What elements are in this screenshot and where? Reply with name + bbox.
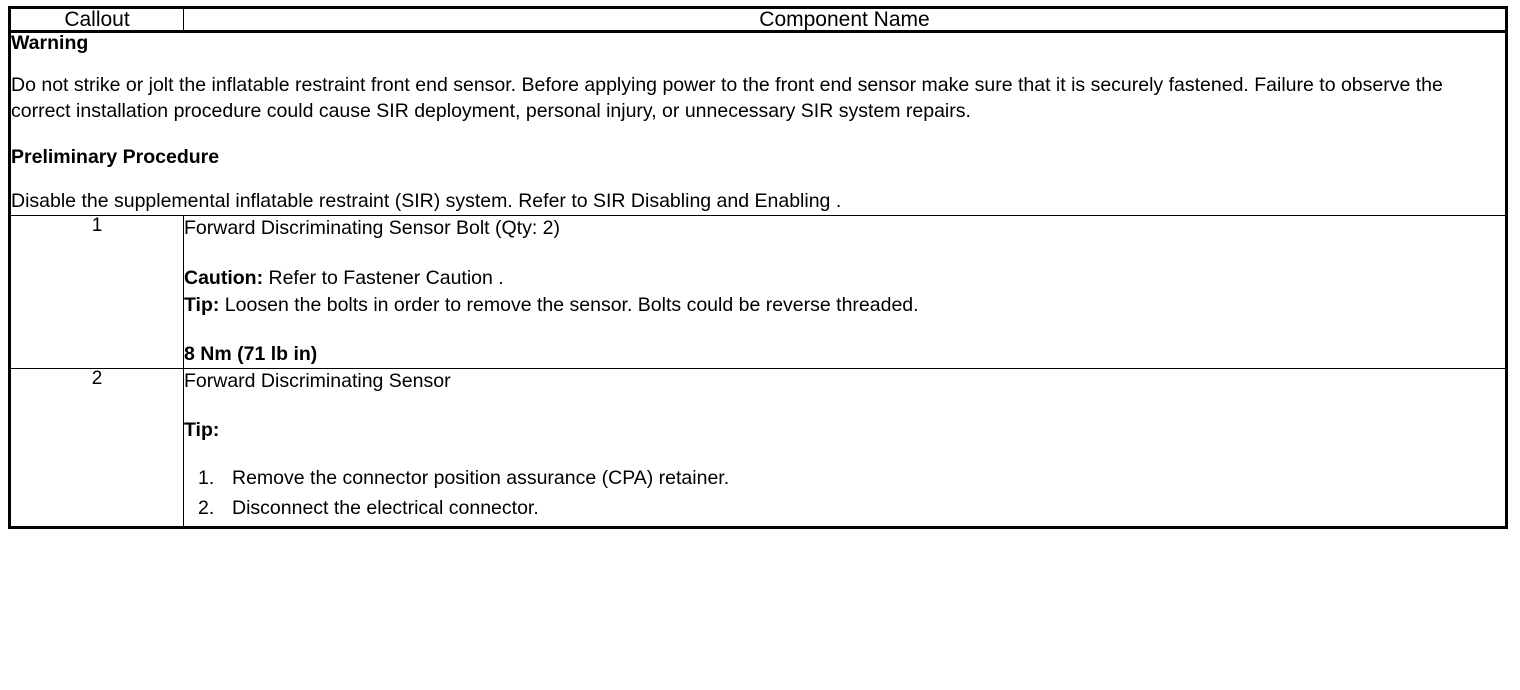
preliminary-procedure-title: Preliminary Procedure bbox=[11, 146, 220, 169]
table-header: Callout Component Name bbox=[9, 7, 1507, 33]
list-item: Disconnect the electrical connector. bbox=[198, 496, 539, 522]
table-body: Warning Do not strike or jolt the inflat… bbox=[9, 31, 1507, 529]
notice-row: Warning Do not strike or jolt the inflat… bbox=[9, 31, 1507, 216]
tip-line-1: Tip: Loosen the bolts in order to remove… bbox=[184, 292, 1505, 320]
component-title-1: Forward Discriminating Sensor Bolt (Qty:… bbox=[184, 216, 561, 239]
spec-table-container: Callout Component Name Warning Do not st… bbox=[8, 6, 1508, 530]
table-row: 2 Forward Discriminating Sensor Tip: Rem… bbox=[9, 367, 1507, 529]
caution-label: Caution: bbox=[184, 266, 264, 289]
torque-spec-1: 8 Nm (71 lb in) bbox=[184, 342, 318, 365]
callout-number-2: 2 bbox=[9, 367, 184, 529]
list-item: Remove the connector position assurance … bbox=[198, 466, 730, 492]
callout-number-1: 1 bbox=[9, 214, 184, 369]
table-row: 1 Forward Discriminating Sensor Bolt (Qt… bbox=[9, 214, 1507, 369]
warning-text: Do not strike or jolt the inflatable res… bbox=[11, 74, 1443, 123]
caution-line-1: Caution: Refer to Fastener Caution . bbox=[184, 265, 1505, 293]
tip-steps-list: Remove the connector position assurance … bbox=[184, 466, 1505, 522]
notice-cell: Warning Do not strike or jolt the inflat… bbox=[9, 31, 1507, 216]
tip-label-2: Tip: bbox=[184, 418, 220, 441]
component-detail-2: Forward Discriminating Sensor Tip: Remov… bbox=[183, 367, 1507, 529]
warning-title: Warning bbox=[11, 32, 89, 54]
column-header-component-name: Component Name bbox=[183, 7, 1507, 33]
component-title-2: Forward Discriminating Sensor bbox=[184, 369, 451, 392]
preliminary-procedure-text: Disable the supplemental inflatable rest… bbox=[11, 189, 842, 212]
column-header-callout: Callout bbox=[9, 7, 184, 33]
component-detail-1: Forward Discriminating Sensor Bolt (Qty:… bbox=[183, 214, 1507, 369]
component-callout-table: Callout Component Name Warning Do not st… bbox=[8, 6, 1508, 530]
table-header-row: Callout Component Name bbox=[9, 7, 1507, 33]
caution-text: Refer to Fastener Caution . bbox=[263, 266, 504, 289]
tip-label: Tip: bbox=[184, 294, 220, 317]
tip-text: Loosen the bolts in order to remove the … bbox=[219, 294, 919, 317]
